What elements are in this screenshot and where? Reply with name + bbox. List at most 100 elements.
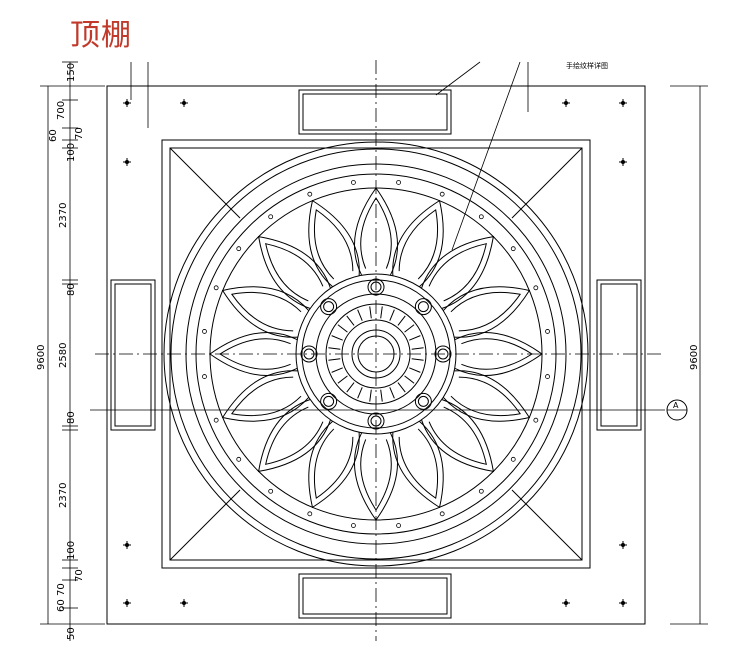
bead	[367, 278, 385, 296]
medallion-spoke	[411, 347, 424, 350]
fixture-marker	[180, 599, 188, 607]
drawing-title: 顶棚	[70, 18, 132, 53]
petal	[442, 286, 531, 338]
fixture-marker	[562, 99, 570, 107]
ring-dot	[533, 417, 539, 423]
ring-dot	[439, 511, 445, 517]
medallion-spoke	[389, 387, 395, 399]
dim-upper: 2370	[58, 203, 69, 228]
medallion-spoke	[357, 309, 363, 321]
bead-group	[300, 278, 452, 430]
bead	[414, 392, 432, 410]
medallion-spoke	[411, 358, 424, 361]
petal	[258, 399, 331, 472]
fixture-markers	[123, 99, 627, 607]
ring-dot	[307, 191, 313, 197]
medallion-spoke	[397, 382, 406, 393]
petal	[442, 370, 531, 422]
medallion-spoke	[331, 335, 343, 341]
ring-dot	[396, 180, 401, 185]
section-marker: A	[666, 399, 688, 421]
ring-dot	[351, 180, 356, 185]
petal	[392, 420, 444, 509]
fixture-marker	[562, 599, 570, 607]
light-slot-right	[596, 279, 642, 431]
light-slot-bottom	[298, 573, 452, 619]
ring-dot	[510, 456, 516, 462]
petal	[221, 286, 310, 338]
ring-dot	[236, 456, 242, 462]
petal	[308, 420, 360, 509]
bead	[434, 345, 452, 363]
fixture-marker	[619, 599, 627, 607]
medallion-spoke	[337, 375, 348, 384]
ring-dot	[478, 488, 484, 494]
fixture-marker	[619, 99, 627, 107]
dim-mid1: 80	[66, 283, 77, 296]
fixture-marker	[123, 541, 131, 549]
dim-lower: 2370	[58, 483, 69, 508]
ring-dot	[545, 329, 550, 334]
ring-dot	[268, 488, 274, 494]
ring-dot	[545, 374, 550, 379]
fixture-marker	[619, 541, 627, 549]
light-slot-left	[110, 279, 156, 431]
petal	[308, 199, 360, 288]
bead	[320, 298, 338, 316]
medallion-spoke	[346, 382, 355, 393]
medallion-spoke	[337, 324, 348, 333]
medallion-spoke	[409, 367, 421, 373]
ring-dot	[213, 417, 219, 423]
medallion-spoke	[409, 335, 421, 341]
light-slot-top	[298, 89, 452, 135]
svg-text:A: A	[673, 401, 679, 410]
medallion-spoke	[328, 347, 341, 350]
bead	[320, 392, 338, 410]
dim-top-0: 150	[66, 63, 77, 82]
petal	[258, 236, 331, 309]
medallion-spoke	[404, 375, 415, 384]
dim-bottom-3: 60	[56, 599, 67, 612]
bead	[300, 345, 318, 363]
ring-dot	[478, 214, 484, 220]
ring-dot	[439, 191, 445, 197]
ring-dot	[510, 246, 516, 252]
medallion-spoke	[397, 315, 406, 326]
dim-top-1: 700	[56, 101, 67, 120]
petal	[421, 236, 494, 309]
petal	[354, 187, 398, 276]
ring-dot	[202, 374, 207, 379]
medallion-spoke	[389, 309, 395, 321]
ring-dot	[351, 523, 356, 528]
medallion-spoke	[346, 315, 355, 326]
fixture-marker	[123, 158, 131, 166]
dim-center: 2580	[58, 343, 69, 368]
medallion-spoke	[369, 306, 372, 319]
dim-bottom-1: 70	[74, 569, 85, 582]
petal	[221, 370, 310, 422]
petal	[354, 432, 398, 521]
bead	[367, 412, 385, 430]
medallion-spoke	[380, 306, 383, 319]
fixture-marker	[619, 158, 627, 166]
callout-label: 手绘纹样详图	[566, 61, 608, 70]
dim-bottom-2: 70	[56, 583, 67, 596]
dim-top-3: 70	[74, 127, 85, 140]
petal	[209, 332, 298, 376]
ring-dots	[202, 180, 550, 528]
dim-overall-right: 9600	[689, 345, 700, 370]
fixture-marker	[123, 99, 131, 107]
dim-bottom-0: 100	[66, 541, 77, 560]
dim-top-4: 100	[66, 143, 77, 162]
fixture-marker	[123, 599, 131, 607]
ring-dot	[202, 329, 207, 334]
ring-dot	[268, 214, 274, 220]
medallion-spoke	[331, 367, 343, 373]
ring-dot	[213, 285, 219, 291]
dim-top-2: 60	[48, 129, 59, 142]
petal-group	[209, 187, 543, 521]
medallion-spoke	[380, 389, 383, 402]
ring-dot	[236, 246, 242, 252]
